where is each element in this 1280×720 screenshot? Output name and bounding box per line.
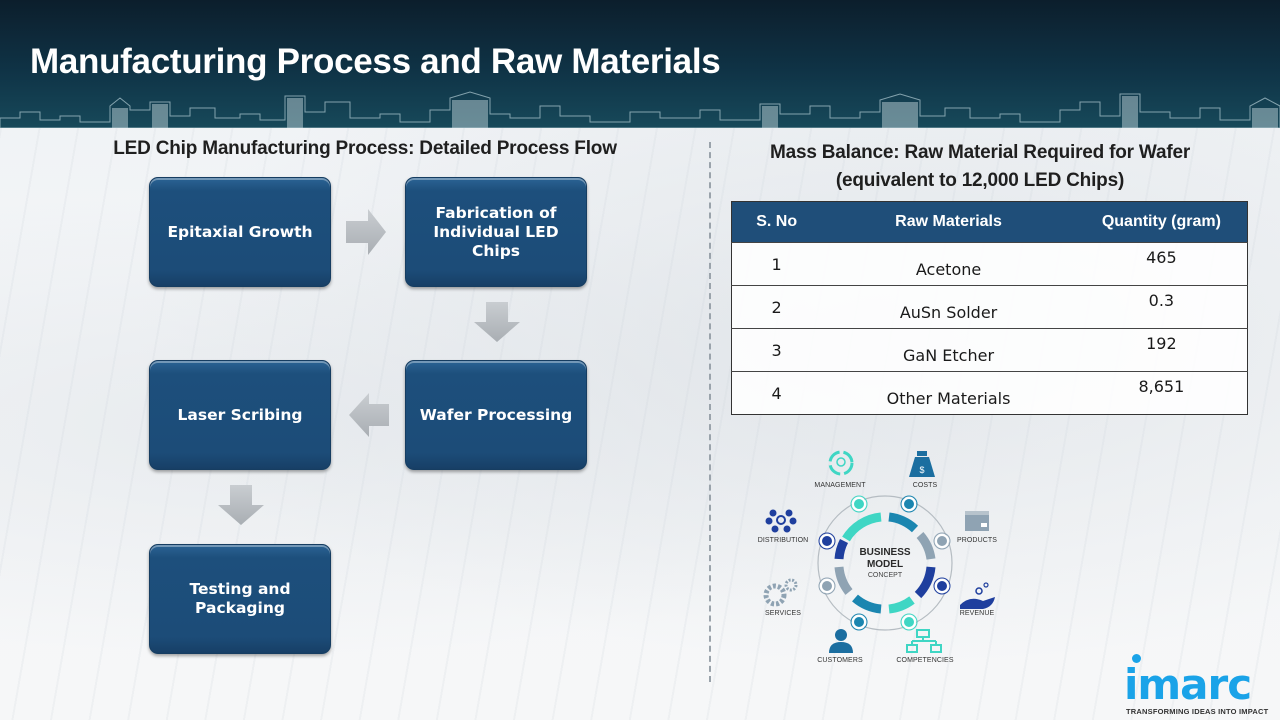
products-icon: [965, 511, 989, 531]
label-competencies: COMPETENCIES: [896, 657, 954, 664]
services-icon: [763, 578, 798, 607]
mass-balance-table: S. No Raw Materials Quantity (gram) 1 Ac…: [731, 201, 1248, 415]
cell-sno: 2: [731, 285, 822, 329]
cell-material: Other Materials: [821, 371, 1076, 415]
label-costs: COSTS: [912, 482, 938, 489]
management-icon: [828, 450, 854, 476]
label-products: PRODUCTS: [956, 537, 998, 544]
logo-dot: [1132, 654, 1141, 663]
label-services: SERVICES: [764, 610, 802, 617]
center-text-model: MODEL: [867, 559, 903, 570]
cell-material: GaN Etcher: [821, 328, 1076, 372]
revenue-icon: [960, 582, 995, 609]
process-flow-title: LED Chip Manufacturing Process: Detailed…: [113, 138, 617, 159]
distribution-icon: [765, 509, 797, 533]
table-row: 3 GaN Etcher 192: [731, 328, 1248, 372]
mass-balance-title-line2: (equivalent to 12,000 LED Chips): [835, 170, 1125, 191]
arrow-left-icon: [349, 393, 389, 437]
svg-text:$: $: [919, 465, 924, 475]
center-text-business: BUSINESS: [859, 547, 910, 558]
section-divider: [709, 142, 711, 682]
process-step-label: Epitaxial Growth: [167, 222, 313, 241]
cell-sno: 4: [731, 371, 822, 415]
logo-wordmark: imarc: [1124, 660, 1252, 709]
process-step-fabrication: Fabrication of Individual LED Chips: [405, 177, 587, 287]
imarc-logo: imarc TRANSFORMING IDEAS INTO IMPACT: [1122, 650, 1272, 718]
process-step-label: Wafer Processing: [419, 405, 573, 424]
process-step-epitaxial-growth: Epitaxial Growth: [149, 177, 331, 287]
column-header-raw-materials: Raw Materials: [821, 201, 1076, 243]
city-skyline-graphic: [0, 91, 1280, 128]
process-step-testing-packaging: Testing and Packaging: [149, 544, 331, 654]
header-banner: Manufacturing Process and Raw Materials: [0, 0, 1280, 128]
cell-quantity: 0.3: [1075, 285, 1248, 329]
cell-sno: 1: [731, 242, 822, 286]
process-step-wafer-processing: Wafer Processing: [405, 360, 587, 470]
mass-balance-title-line1: Mass Balance: Raw Material Required for …: [769, 142, 1191, 163]
logo-tagline: TRANSFORMING IDEAS INTO IMPACT: [1126, 707, 1269, 716]
label-distribution: DISTRIBUTION: [757, 537, 809, 544]
table-row: 4 Other Materials 8,651: [731, 371, 1248, 415]
competencies-icon: [906, 629, 942, 653]
process-step-laser-scribing: Laser Scribing: [149, 360, 331, 470]
business-model-graphic: BUSINESS MODEL CONCEPT $: [755, 445, 1015, 670]
page-title: Manufacturing Process and Raw Materials: [30, 42, 721, 81]
label-customers: CUSTOMERS: [817, 657, 863, 664]
label-management: MANAGEMENT: [814, 482, 866, 489]
cell-quantity: 192: [1075, 328, 1248, 372]
mass-balance-title: Mass Balance: Raw Material Required for …: [720, 139, 1240, 195]
cell-quantity: 465: [1075, 242, 1248, 286]
process-step-label: Laser Scribing: [177, 405, 303, 424]
business-model-ring: BUSINESS MODEL CONCEPT $: [763, 450, 995, 653]
table-row: 2 AuSn Solder 0.3: [731, 285, 1248, 329]
arrow-down-icon: [474, 302, 520, 342]
column-header-quantity: Quantity (gram): [1075, 201, 1248, 243]
customers-icon: [829, 629, 853, 653]
cell-sno: 3: [731, 328, 822, 372]
center-text-concept: CONCEPT: [868, 572, 903, 579]
column-header-sno: S. No: [731, 201, 822, 243]
arrow-right-icon: [346, 209, 386, 255]
arrow-down-icon: [218, 485, 264, 525]
costs-icon: $: [909, 451, 935, 477]
cell-material: Acetone: [821, 242, 1076, 286]
cell-quantity: 8,651: [1075, 371, 1248, 415]
process-step-label: Testing and Packaging: [189, 580, 291, 617]
cell-material: AuSn Solder: [821, 285, 1076, 329]
label-revenue: REVENUE: [959, 610, 995, 617]
process-step-label: Fabrication of Individual LED Chips: [433, 203, 559, 260]
table-header-row: S. No Raw Materials Quantity (gram): [731, 201, 1248, 243]
table-row: 1 Acetone 465: [731, 242, 1248, 286]
